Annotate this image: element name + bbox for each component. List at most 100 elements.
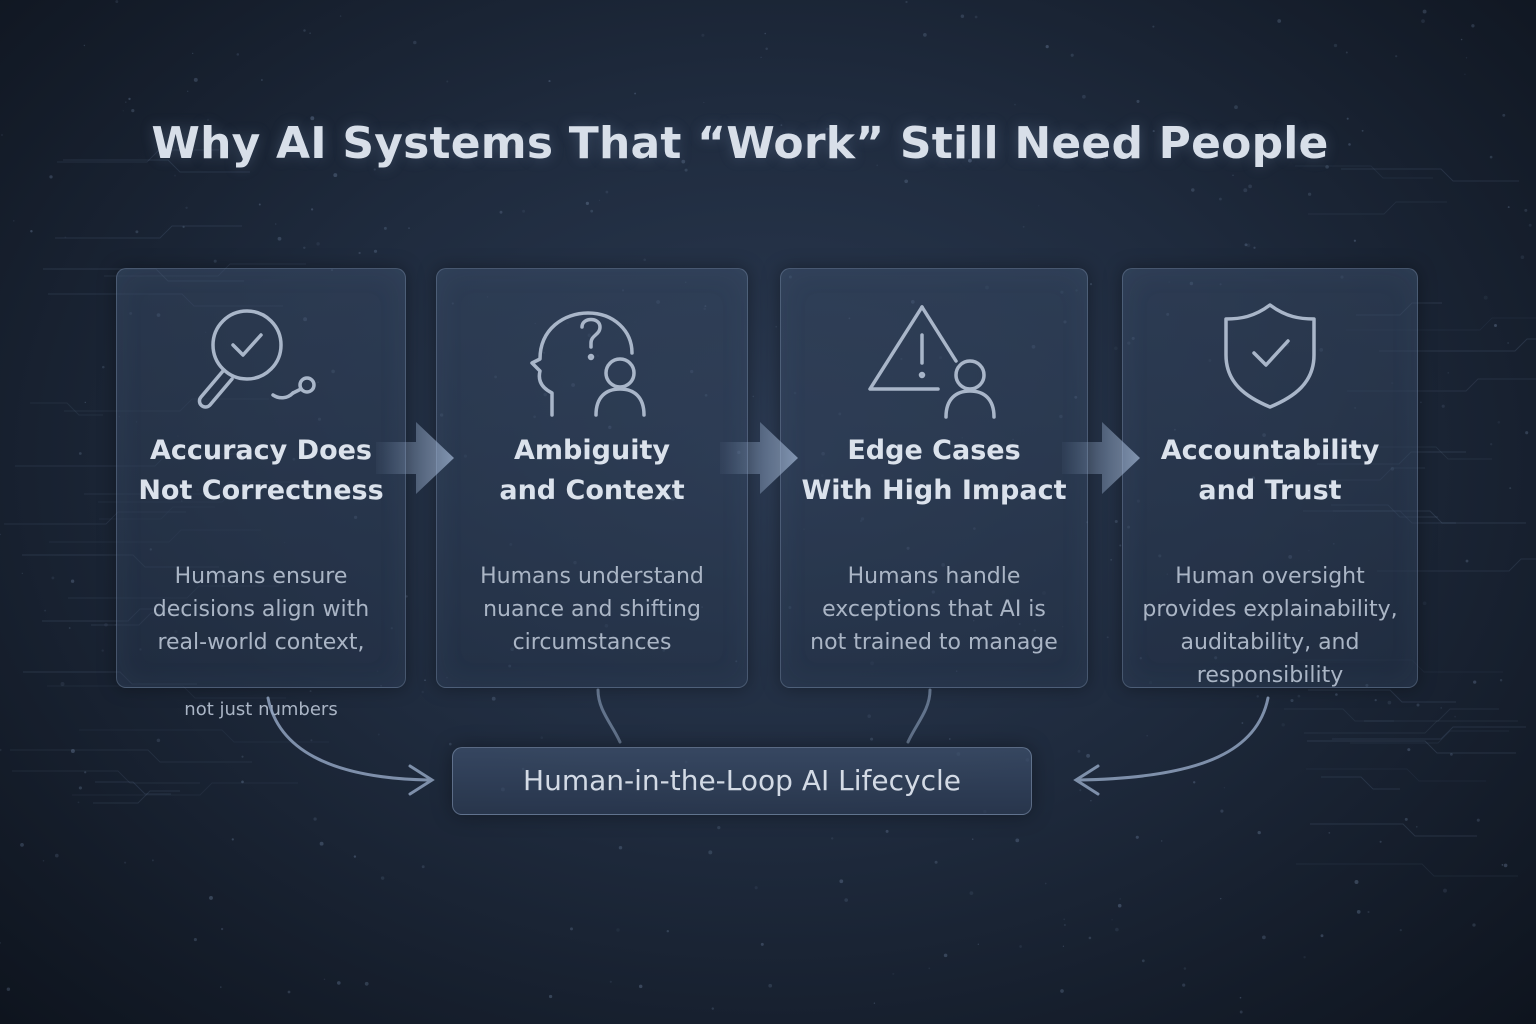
background-speckle: [78, 786, 82, 790]
background-speckle: [125, 101, 127, 103]
background-speckle: [1241, 722, 1244, 724]
background-speckle: [618, 845, 623, 850]
background-speckle: [193, 938, 197, 942]
background-speckle: [1354, 880, 1359, 884]
background-speckle: [1472, 923, 1476, 927]
background-speckle: [83, 44, 86, 47]
background-speckle: [373, 249, 378, 253]
background-speckle: [1123, 139, 1127, 142]
background-speckle: [1421, 19, 1425, 23]
background-speckle: [446, 80, 449, 83]
background-speckle: [754, 886, 758, 890]
background-speckle: [885, 829, 889, 833]
magnifier-check-icon: [117, 297, 405, 427]
background-speckle: [377, 733, 380, 736]
background-speckle: [0, 133, 4, 137]
background-speckle: [323, 978, 326, 981]
background-speckle: [185, 206, 188, 210]
background-speckle: [1503, 863, 1508, 868]
background-speckle: [1044, 882, 1047, 885]
background-speckle: [1111, 919, 1113, 921]
background-circuit-trace: [1304, 720, 1518, 734]
background-speckle: [70, 579, 75, 583]
background-circuit-trace: [1284, 708, 1394, 722]
background-speckle: [1114, 346, 1118, 351]
background-speckle: [1192, 781, 1196, 784]
background-speckle: [1232, 174, 1234, 176]
background-speckle: [873, 1002, 876, 1004]
background-speckle: [585, 201, 589, 205]
background-speckle: [711, 1007, 715, 1010]
background-speckle: [1136, 99, 1140, 103]
background-speckle: [1290, 698, 1294, 703]
background-circuit-trace: [93, 790, 180, 804]
background-speckle: [1379, 840, 1382, 843]
background-speckle: [1374, 698, 1377, 702]
background-speckle: [499, 210, 503, 214]
background-speckle: [1450, 753, 1453, 756]
background-speckle: [1088, 936, 1092, 940]
card-description: Human oversight provides explainability,…: [1133, 527, 1407, 692]
background-circuit-trace: [1306, 768, 1486, 782]
background-speckle: [758, 124, 761, 126]
background-circuit-trace: [1341, 168, 1519, 182]
background-speckle: [0, 748, 2, 752]
background-speckle: [969, 891, 974, 895]
background-circuit-trace: [95, 781, 171, 795]
background-speckle: [421, 690, 424, 694]
background-speckle: [1218, 197, 1222, 201]
background-speckle: [380, 876, 385, 880]
background-speckle: [522, 209, 526, 213]
background-speckle: [839, 879, 844, 884]
background-speckle: [236, 53, 240, 56]
background-speckle: [1395, 55, 1398, 58]
background-speckle: [54, 853, 59, 858]
background-speckle: [684, 168, 688, 172]
background-circuit-trace: [1308, 689, 1456, 703]
card-title: Accuracy Does Not Correctness: [138, 435, 384, 506]
background-speckle: [1509, 487, 1512, 490]
background-speckle: [1191, 188, 1195, 192]
background-speckle: [77, 801, 80, 804]
background-speckle: [948, 738, 951, 740]
lifecycle-label: Human-in-the-Loop AI Lifecycle: [523, 764, 961, 797]
background-speckle: [1110, 558, 1113, 561]
background-speckle: [42, 860, 45, 862]
background-speckle: [1256, 695, 1259, 698]
background-speckle: [1141, 959, 1145, 963]
background-speckle: [1489, 155, 1493, 159]
background-speckle: [1367, 910, 1370, 914]
background-speckle: [1399, 928, 1402, 932]
background-speckle: [616, 928, 620, 932]
background-speckle: [1063, 923, 1066, 927]
head-question-person-icon: [437, 297, 747, 427]
background-speckle: [1104, 157, 1107, 160]
background-speckle: [1297, 694, 1301, 698]
background-speckle: [1246, 243, 1251, 248]
background-speckle: [1501, 864, 1504, 866]
background-speckle: [1335, 693, 1338, 696]
background-speckle: [968, 158, 972, 163]
background-speckle: [1183, 967, 1187, 970]
background-speckle: [1346, 117, 1349, 120]
background-speckle: [960, 14, 965, 19]
background-speckle: [867, 714, 871, 718]
background-speckle: [1528, 223, 1532, 227]
background-speckle: [274, 223, 277, 225]
background-circuit-trace: [1364, 708, 1499, 722]
background-speckle: [1277, 19, 1282, 23]
background-speckle: [1234, 105, 1238, 110]
background-speckle: [122, 110, 125, 112]
background-circuit-trace: [1379, 338, 1536, 352]
background-speckle: [1420, 401, 1422, 404]
background-speckle: [1161, 840, 1163, 842]
background-speckle: [336, 981, 341, 985]
background-speckle: [1507, 206, 1510, 209]
background-speckle: [1038, 205, 1040, 207]
background-speckle: [768, 983, 773, 988]
background-speckle: [405, 595, 408, 598]
background-speckle: [303, 29, 306, 32]
background-speckle: [1045, 45, 1049, 49]
card-title: Edge Cases With High Impact: [801, 435, 1067, 506]
background-speckle: [408, 227, 410, 229]
